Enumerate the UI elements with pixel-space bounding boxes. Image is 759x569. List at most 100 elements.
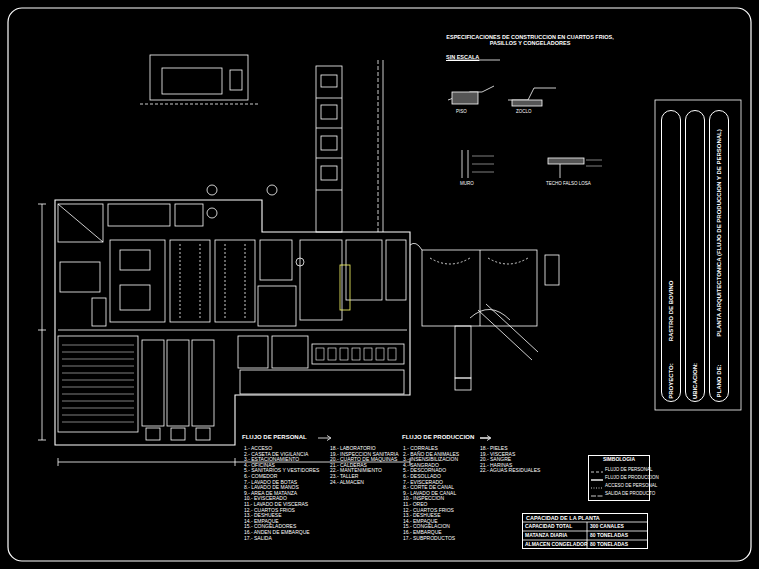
plan-line bbox=[312, 344, 404, 364]
plan-line bbox=[146, 428, 160, 440]
legend-title: SIMBOLOGIA bbox=[589, 457, 649, 463]
legend-line bbox=[591, 488, 603, 489]
plan-line bbox=[62, 345, 134, 346]
table-cell: CAPACIDAD TOTAL bbox=[525, 524, 572, 530]
plan-line bbox=[410, 243, 422, 250]
legend-line bbox=[591, 472, 603, 473]
legend-text: ACCESO DE PERSONAL bbox=[605, 484, 657, 489]
legend-sample bbox=[591, 485, 603, 491]
list-item: 24.- ALMACEN bbox=[330, 480, 364, 486]
plan-line bbox=[480, 250, 481, 326]
plan-line bbox=[142, 340, 164, 426]
plan-line bbox=[162, 68, 222, 94]
plan-line bbox=[480, 437, 490, 438]
plan-line bbox=[238, 336, 268, 368]
plan-line bbox=[522, 522, 648, 523]
plan-line bbox=[487, 436, 491, 441]
plan-line bbox=[110, 240, 165, 322]
plan-line bbox=[225, 244, 226, 318]
plan-line bbox=[328, 348, 336, 360]
plan-line bbox=[258, 286, 296, 326]
plan-line bbox=[522, 531, 648, 532]
plan-line bbox=[171, 428, 185, 440]
detail-label: TECHO FALSO LOSA bbox=[546, 182, 591, 187]
plan-line bbox=[62, 408, 134, 409]
legend-text: FLUJO DE PRODUCCION bbox=[605, 476, 659, 481]
plan-line bbox=[62, 422, 134, 423]
plan-line bbox=[548, 158, 584, 164]
legend-line bbox=[591, 479, 603, 480]
plan-line bbox=[38, 440, 46, 441]
plan-line bbox=[62, 380, 134, 381]
plan-line bbox=[62, 401, 134, 402]
plan-line bbox=[196, 428, 210, 440]
plan-line bbox=[62, 345, 134, 422]
plan-line bbox=[58, 330, 407, 331]
plan-line bbox=[472, 156, 494, 172]
legend-line bbox=[591, 496, 603, 497]
plan-line bbox=[316, 348, 396, 360]
flow-heading: FLUJO DE PERSONAL bbox=[242, 434, 307, 441]
plan-line bbox=[364, 348, 372, 360]
plan-line bbox=[340, 265, 350, 310]
plan-line bbox=[272, 336, 308, 368]
table-cell: 80 TONELADAS bbox=[590, 533, 628, 539]
list-item: 17.- SUBPRODUCTOS bbox=[403, 536, 455, 542]
plan-line bbox=[470, 309, 510, 320]
plan-line bbox=[108, 204, 170, 226]
table-header: CAPACIDAD DE LA PLANTA bbox=[526, 515, 600, 521]
plan-line bbox=[167, 340, 189, 426]
plan-line bbox=[58, 458, 59, 466]
plan-line bbox=[175, 204, 203, 226]
detail-label: PISO bbox=[456, 110, 467, 115]
plan-line bbox=[321, 136, 337, 150]
title-band: PLANO DE: PLANTA ARQUITECTONICA (FLUJO DE… bbox=[709, 110, 729, 402]
plan-line bbox=[62, 373, 134, 374]
plan-line bbox=[58, 204, 103, 242]
plan-line bbox=[376, 348, 384, 360]
plan-line bbox=[62, 394, 134, 395]
plan-line bbox=[192, 340, 214, 426]
plan-line bbox=[455, 326, 471, 378]
plan-line bbox=[512, 100, 542, 106]
flow-heading: FLUJO DE PRODUCCION bbox=[402, 434, 474, 441]
legend-text: SALIDA DE PRODUCTO bbox=[605, 492, 655, 497]
legend-sample bbox=[591, 477, 603, 483]
plan-line bbox=[316, 128, 342, 129]
legend-sample bbox=[591, 469, 603, 475]
plan-line bbox=[655, 100, 741, 410]
plan-line bbox=[478, 304, 538, 360]
plan-line bbox=[352, 348, 360, 360]
plan-line bbox=[388, 348, 396, 360]
title-text: PROYECTO: bbox=[668, 363, 675, 399]
plan-line bbox=[240, 370, 404, 394]
legend-sample bbox=[591, 493, 603, 499]
plan-line bbox=[316, 190, 342, 191]
plan-line bbox=[327, 436, 331, 441]
plan-line bbox=[207, 208, 217, 218]
plan-line bbox=[38, 330, 46, 331]
title-text: RASTRO DE BOVINO bbox=[668, 281, 675, 342]
plan-line bbox=[62, 352, 134, 353]
plan-line bbox=[200, 244, 201, 318]
plan-line bbox=[8, 8, 751, 561]
title-text: UBICACION: bbox=[692, 363, 699, 399]
plan-line bbox=[62, 415, 134, 416]
plan-line bbox=[346, 240, 382, 300]
plan-line bbox=[230, 70, 242, 90]
plan-line bbox=[296, 258, 304, 266]
plan-line bbox=[508, 88, 556, 100]
plan-line bbox=[316, 66, 342, 232]
title-text: PLANTA ARQUITECTONICA (FLUJO DE PRODUCCI… bbox=[716, 129, 723, 337]
plan-line bbox=[180, 244, 181, 318]
title-text: PLANO DE: bbox=[716, 365, 723, 398]
plan-line bbox=[235, 458, 236, 466]
plan-line bbox=[455, 378, 471, 390]
plan-line bbox=[462, 150, 463, 178]
list-item: 22.- AGUAS RESIDUALES bbox=[480, 468, 540, 474]
plan-line bbox=[468, 150, 469, 178]
plan-line bbox=[316, 98, 342, 99]
legend-text: FLUJO DE PERSONAL bbox=[605, 468, 653, 473]
plan-line bbox=[170, 240, 210, 322]
